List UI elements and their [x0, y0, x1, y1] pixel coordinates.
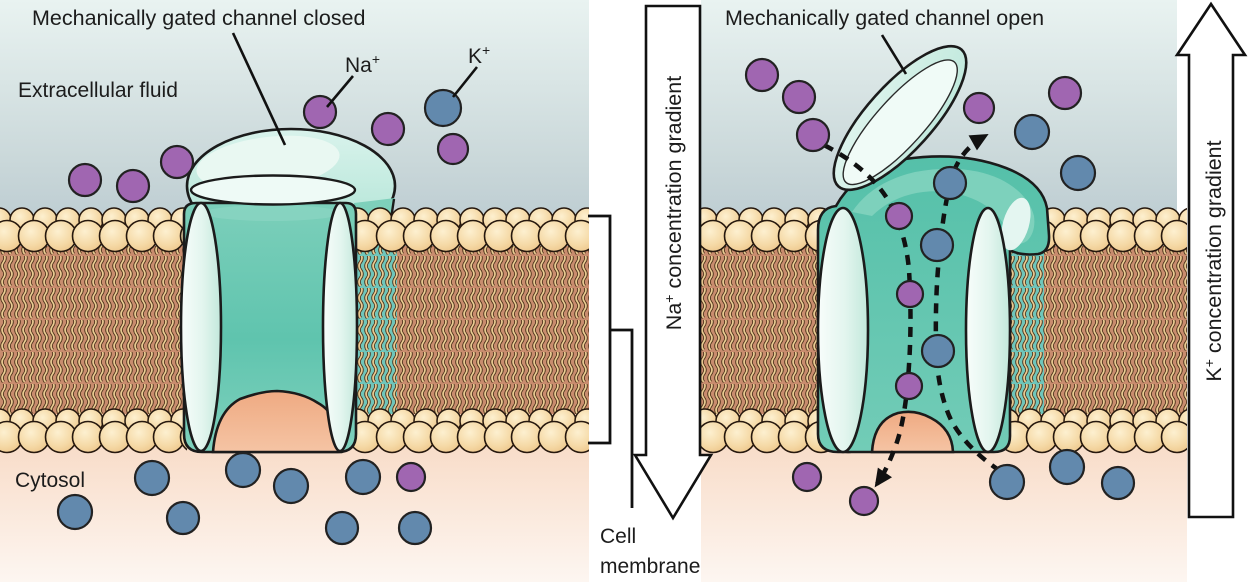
phospholipid-bilayer [0, 207, 1187, 454]
membrane-segment [0, 207, 187, 454]
k-ion [1013, 113, 1051, 151]
k-ion [56, 493, 94, 531]
up-arrow-shape [1174, 1, 1248, 519]
open-channel-bottom-opening [870, 410, 955, 454]
k-ion [272, 467, 310, 505]
cytosol-label: Cytosol [15, 469, 85, 492]
na-ion [962, 91, 996, 125]
na-ion [884, 201, 914, 231]
k-ion [988, 463, 1026, 501]
open-channel-right-subunit [964, 206, 1012, 454]
membrane-segment [353, 207, 589, 454]
k-ion-callout-label: K+ [468, 42, 490, 68]
na-ion [1047, 75, 1083, 111]
ion-flow-paths [822, 133, 1002, 488]
na-ion [848, 485, 880, 517]
right-title-pointer-line [880, 34, 908, 75]
k-concentration-gradient-arrow: K+ concentration gradient [1174, 1, 1248, 519]
cell-membrane-label-line2: membrane [600, 555, 700, 578]
mechanically-gated-channel-closed [179, 174, 359, 454]
ions-left-extracellular [67, 88, 470, 204]
na-ion [795, 117, 831, 153]
left-panel-title: Mechanically gated channel closed [32, 6, 365, 30]
k-ion [397, 510, 433, 546]
k-callout-pointer-line [451, 66, 479, 98]
na-ion [67, 162, 103, 198]
k-ion [1100, 465, 1136, 501]
ions-layer [56, 57, 1136, 546]
na-ion [744, 57, 780, 93]
k-gradient-label: K+ concentration gradient [1201, 140, 1226, 381]
open-channel-left-subunit [816, 206, 870, 454]
na-ion [791, 461, 823, 493]
membrane-bracket [588, 214, 612, 445]
mechanically-gated-channel-open [816, 44, 1051, 454]
k-ion [932, 165, 968, 201]
lipid-tails [353, 246, 589, 414]
closed-channel-right-subunit [321, 201, 359, 453]
na-gradient-label: Na+ concentration gradient [661, 76, 686, 330]
lipid-tails [1003, 246, 1187, 414]
na-influx-dashed-arrow [822, 143, 913, 488]
na-ion [370, 111, 406, 147]
k-ion [133, 459, 171, 497]
na-ion [436, 132, 470, 166]
membrane-pointer-line [610, 328, 634, 508]
na-ion [895, 279, 925, 309]
na-ion [395, 461, 427, 493]
text-labels: Mechanically gated channel closed Extrac… [15, 6, 1044, 492]
na-ion [159, 144, 195, 180]
k-ion [344, 458, 382, 496]
closed-channel-lid-lip [189, 174, 357, 206]
membrane-segment [1003, 207, 1187, 454]
open-channel-rim-highlight [1001, 197, 1031, 251]
na-concentration-gradient-arrow: Na+ concentration gradient [632, 4, 714, 521]
lipid-head [564, 420, 589, 454]
open-channel-lid [832, 44, 968, 192]
na-ion [781, 79, 817, 115]
lipid-head [1160, 420, 1187, 454]
k-ion [920, 333, 956, 369]
left-title-pointer-line [231, 32, 287, 146]
k-ion [423, 88, 463, 128]
right-panel-title: Mechanically gated channel open [725, 6, 1044, 30]
down-arrow-shape [632, 4, 714, 521]
cell-membrane-label-line1: Cell [600, 525, 636, 548]
closed-channel-body [182, 201, 358, 454]
lipid-head [564, 219, 589, 253]
k-ion [919, 227, 955, 263]
na-callout-pointer-line [326, 75, 354, 108]
k-ion [1059, 154, 1097, 192]
closed-channel-left-subunit [179, 201, 223, 453]
ions-right-channel [884, 165, 968, 401]
k-ion [224, 451, 262, 489]
k-ion [324, 510, 360, 546]
cell-membrane-callout: Cell membrane [588, 214, 700, 578]
extracellular-fluid-label: Extracellular fluid [18, 79, 178, 102]
na-ion-callout-label: Na+ [345, 51, 380, 77]
ions-right-cytosol [791, 448, 1136, 517]
ions-left-cytosol [56, 451, 433, 546]
body-top-shade [204, 205, 340, 221]
k-ion [1048, 448, 1086, 486]
na-ion [894, 371, 924, 401]
open-channel-inner-highlight [852, 168, 1035, 244]
lipid-head [1160, 219, 1187, 253]
ions-right-extracellular [744, 57, 1097, 192]
lipid-tails [0, 246, 187, 414]
k-ion [165, 500, 201, 536]
na-ion [115, 168, 151, 204]
